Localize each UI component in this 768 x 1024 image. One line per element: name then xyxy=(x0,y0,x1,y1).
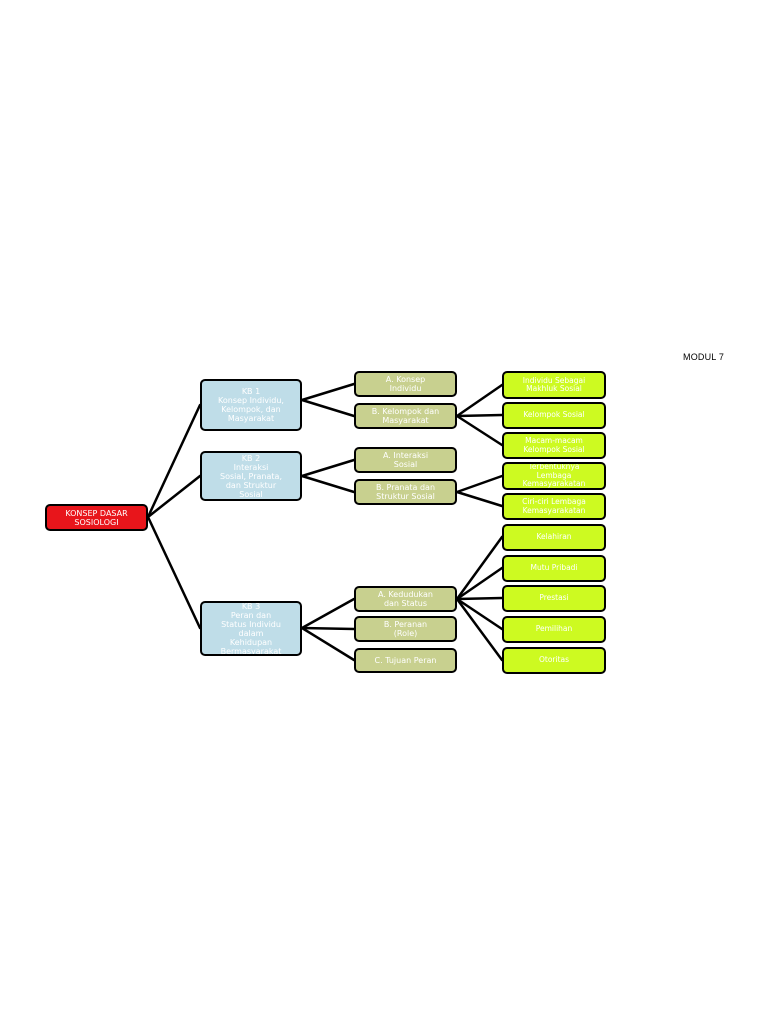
leaf-kelahiran: Kelahiran xyxy=(502,524,606,551)
connector-sub2-leaf1 xyxy=(455,383,504,418)
connector-sub2-leaf2 xyxy=(455,413,504,418)
sub-kedudukan-status: A. Kedudukan dan Status xyxy=(354,586,457,612)
connector-kb2-sub3 xyxy=(300,458,356,478)
leaf-macam-kelompok-sosial: Macam-macam Kelompok Sosial xyxy=(502,432,606,459)
leaf-prestasi: Prestasi xyxy=(502,585,606,612)
connector-kb1-sub2 xyxy=(300,398,356,418)
leaf-mutu-pribadi: Mutu Pribadi xyxy=(502,555,606,582)
connector-kb3-sub7 xyxy=(300,626,356,662)
sub-interaksi-sosial: A. Interaksi Sosial xyxy=(354,447,457,473)
connector-sub2-leaf3 xyxy=(455,414,504,447)
connector-root-kb3 xyxy=(146,515,202,630)
connector-sub5-leaf8 xyxy=(455,596,504,601)
leaf-individu-makhluk-sosial: Individu Sebagai Makhluk Sosial xyxy=(502,371,606,399)
kb1-node: KB 1 Konsep Individu, Kelompok, dan Masy… xyxy=(200,379,302,431)
leaf-pemilihan: Pemilihan xyxy=(502,616,606,643)
kb3-node: KB 3 Peran dan Status Individu dalam Keh… xyxy=(200,601,302,656)
leaf-otoritas: Otoritas xyxy=(502,647,606,674)
connector-sub5-leaf6 xyxy=(455,535,504,601)
sub-peranan-role: B. Peranan (Role) xyxy=(354,616,457,642)
connector-kb3-sub5 xyxy=(300,597,356,630)
leaf-ciri-lembaga: Ciri-ciri Lembaga Kemasyarakatan xyxy=(502,493,606,520)
connector-kb3-sub6 xyxy=(300,626,356,631)
connector-root-kb2 xyxy=(146,474,202,519)
page-label: MODUL 7 xyxy=(683,352,725,362)
leaf-terbentuknya-lembaga: Terbentuknya Lembaga Kemasyarakatan xyxy=(502,462,606,490)
connector-sub5-leaf7 xyxy=(455,566,504,601)
connector-sub4-leaf5 xyxy=(455,490,504,508)
sub-kelompok-masyarakat: B. Kelompok dan Masyarakat xyxy=(354,403,457,429)
connector-kb1-sub1 xyxy=(300,382,356,402)
root-node: KONSEP DASAR SOSIOLOGI xyxy=(45,504,148,531)
connector-root-kb1 xyxy=(146,403,202,519)
leaf-kelompok-sosial: Kelompok Sosial xyxy=(502,402,606,429)
connector-sub5-leaf9 xyxy=(455,597,504,631)
connector-sub5-leaf10 xyxy=(455,597,504,662)
sub-pranata-struktur: B. Pranata dan Struktur Sosial xyxy=(354,479,457,505)
connector-sub4-leaf4 xyxy=(455,474,504,494)
sub-tujuan-peran: C. Tujuan Peran xyxy=(354,648,457,673)
sub-konsep-individu: A. Konsep Individu xyxy=(354,371,457,397)
connector-kb2-sub4 xyxy=(300,474,356,494)
kb2-node: KB 2 Interaksi Sosial, Pranata, dan Stru… xyxy=(200,451,302,501)
